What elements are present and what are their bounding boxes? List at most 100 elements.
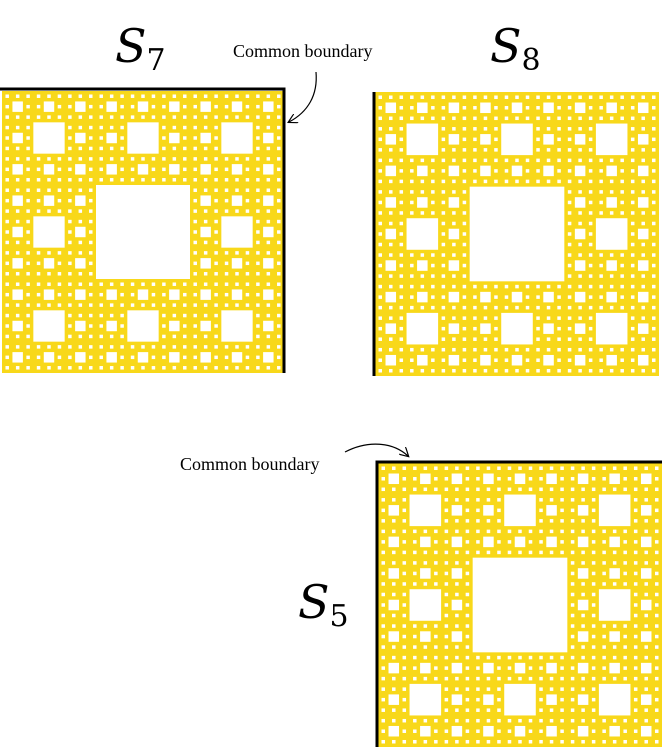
carpet-hole xyxy=(612,718,617,723)
carpet-hole xyxy=(392,561,396,565)
carpet-hole xyxy=(557,368,561,373)
carpet-hole xyxy=(494,284,498,289)
carpet-hole xyxy=(549,487,554,492)
carpet-hole xyxy=(651,116,656,121)
carpet-hole xyxy=(388,694,400,705)
carpet-hole xyxy=(599,274,603,278)
carpet-hole xyxy=(612,624,617,628)
carpet-hole xyxy=(651,295,656,299)
carpet-hole xyxy=(473,116,477,121)
carpet-hole xyxy=(546,505,557,516)
carpet-hole xyxy=(378,337,383,341)
carpet-hole xyxy=(602,540,606,544)
carpet-hole xyxy=(263,226,274,238)
carpet-hole xyxy=(89,188,93,192)
carpet-hole xyxy=(263,352,274,363)
carpet-hole xyxy=(231,258,243,269)
carpet-hole xyxy=(68,178,72,182)
carpet-hole xyxy=(12,101,23,112)
carpet-hole xyxy=(483,127,488,131)
carpet-hole xyxy=(151,157,156,161)
carpet-hole xyxy=(476,676,480,681)
carpet-hole xyxy=(511,102,523,114)
carpet-hole xyxy=(612,550,617,555)
carpet-hole xyxy=(574,323,586,334)
carpet-hole xyxy=(36,251,41,255)
carpet-hole xyxy=(651,137,656,142)
carpet-hole xyxy=(193,146,197,151)
carpet-hole xyxy=(546,305,551,310)
carpet-hole xyxy=(399,316,404,320)
carpet-hole xyxy=(473,326,477,331)
carpet-hole xyxy=(434,729,438,733)
carpet-hole xyxy=(441,221,446,226)
carpet-hole xyxy=(465,561,470,565)
carpet-hole xyxy=(410,274,414,278)
carpet-hole xyxy=(654,550,659,555)
carpet-hole xyxy=(410,295,414,299)
carpet-hole xyxy=(68,282,72,286)
carpet-hole xyxy=(560,466,564,471)
carpet-hole xyxy=(444,571,449,576)
carpet-hole xyxy=(183,355,187,360)
carpet-hole xyxy=(399,158,404,163)
carpet-hole xyxy=(497,739,501,744)
carpet-hole xyxy=(402,540,407,544)
carpet-hole xyxy=(591,561,596,565)
carpet-hole xyxy=(633,624,638,628)
carpet-hole xyxy=(420,284,425,289)
carpet-hole xyxy=(588,95,593,100)
carpet-hole xyxy=(630,274,635,278)
carpet-hole xyxy=(256,355,260,360)
carpet-hole xyxy=(557,169,561,173)
carpet-hole xyxy=(385,323,397,334)
carpet-hole xyxy=(214,157,218,161)
carpet-hole xyxy=(473,368,477,373)
carpet-hole xyxy=(494,106,498,110)
carpet-hole xyxy=(539,487,543,492)
carpet-hole xyxy=(570,676,575,681)
arrow-bottom-icon xyxy=(344,443,408,456)
carpet-hole xyxy=(183,345,187,349)
carpet-hole xyxy=(570,592,575,597)
carpet-hole xyxy=(494,295,498,299)
carpet-hole xyxy=(483,284,488,289)
carpet-hole xyxy=(277,324,281,328)
carpet-hole xyxy=(515,368,519,373)
carpet-hole xyxy=(381,687,386,691)
carpet-hole xyxy=(630,200,635,205)
carpet-hole xyxy=(525,368,530,373)
carpet-hole xyxy=(245,157,250,161)
carpet-hole xyxy=(221,122,253,154)
carpet-hole xyxy=(480,354,491,366)
carpet-hole xyxy=(602,645,606,649)
carpet-hole xyxy=(483,536,494,548)
carpet-hole xyxy=(612,645,617,649)
carpet-hole xyxy=(612,561,617,565)
carpet-hole xyxy=(651,316,656,320)
carpet-hole xyxy=(546,148,551,152)
carpet-hole xyxy=(444,697,449,702)
carpet-hole xyxy=(452,127,456,131)
carpet-hole xyxy=(183,282,187,286)
carpet-hole xyxy=(36,167,41,172)
carpet-hole xyxy=(630,305,635,310)
carpet-hole xyxy=(434,540,438,544)
carpet-hole xyxy=(57,292,62,297)
carpet-hole xyxy=(434,624,438,628)
carpet-hole xyxy=(15,366,20,370)
carpet-hole xyxy=(378,148,383,152)
carpet-hole xyxy=(633,645,638,649)
carpet-hole xyxy=(15,94,20,98)
carpet-hole xyxy=(15,157,20,161)
carpet-hole xyxy=(256,104,260,109)
carpet-hole xyxy=(623,624,627,628)
carpet-hole xyxy=(483,316,488,320)
carpet-hole xyxy=(654,666,659,670)
carpet-hole xyxy=(518,718,522,723)
carpet-hole xyxy=(277,282,281,286)
carpet-hole xyxy=(106,164,117,175)
carpet-hole xyxy=(224,104,229,109)
carpet-hole xyxy=(483,158,488,163)
carpet-hole xyxy=(172,178,177,182)
